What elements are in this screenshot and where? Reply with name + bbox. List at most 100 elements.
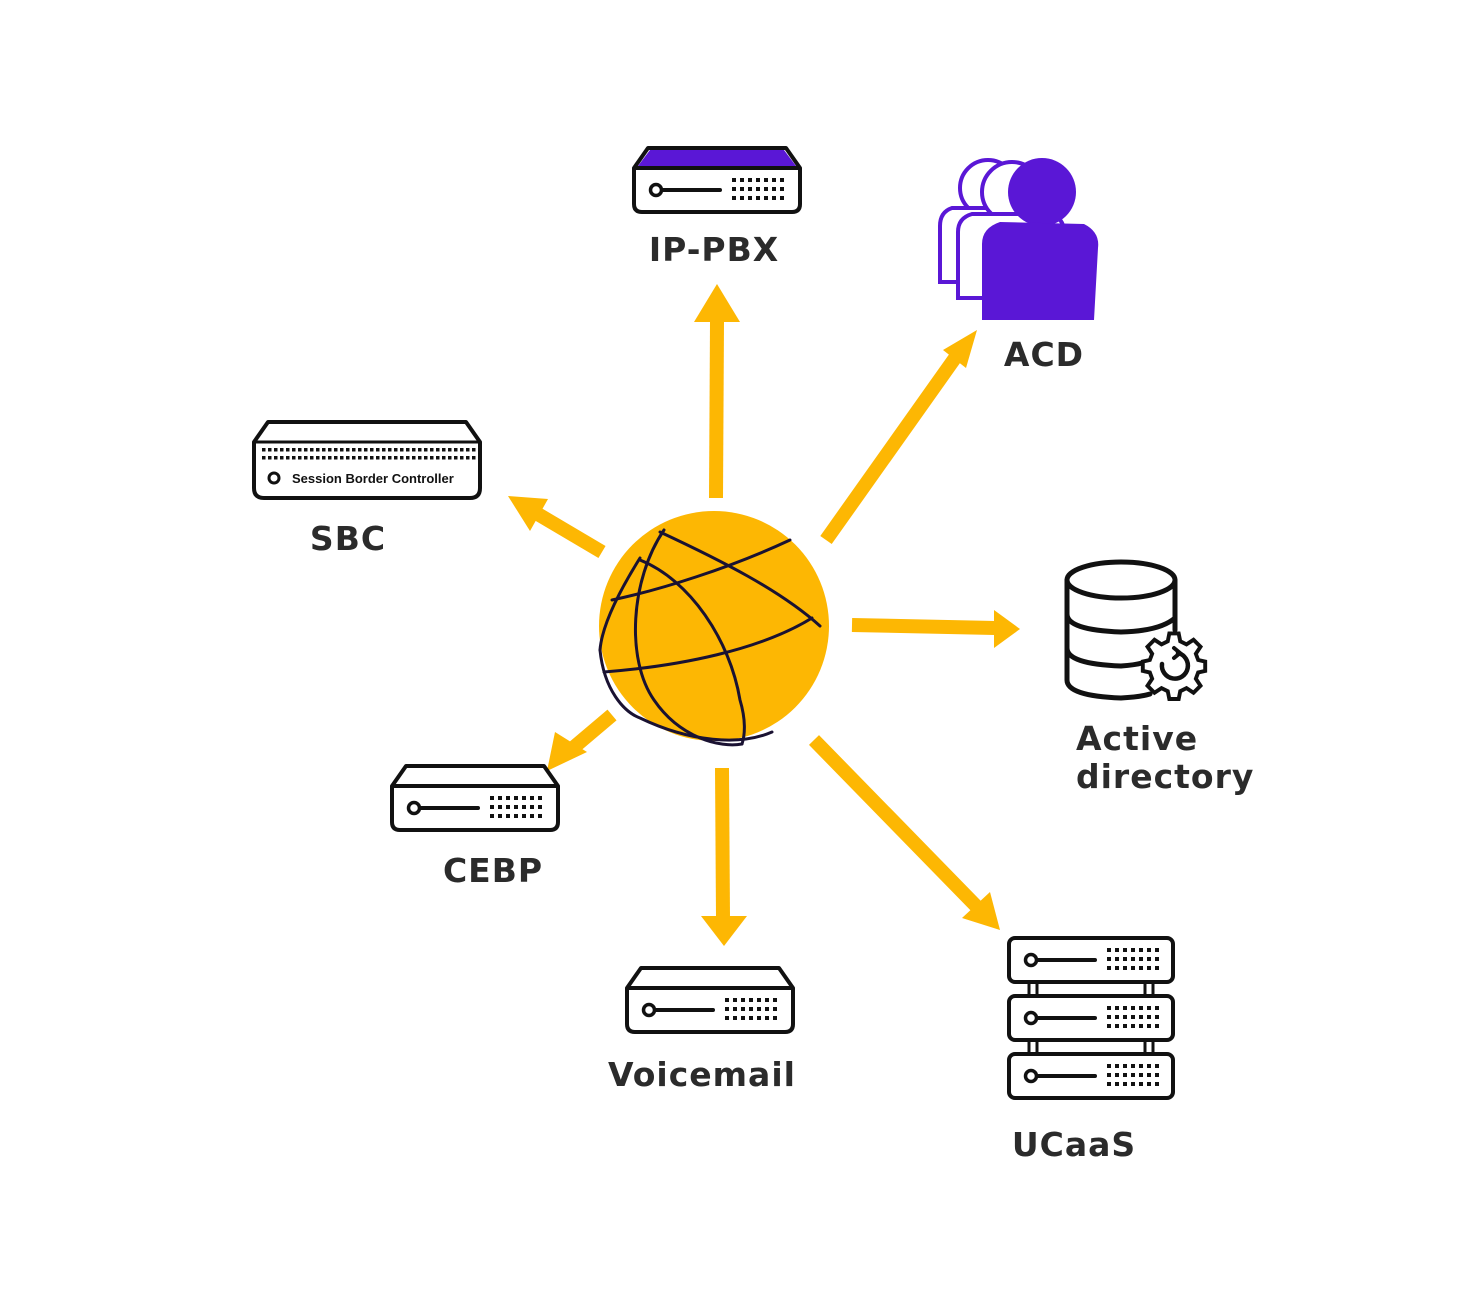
vent-dot [262, 448, 266, 452]
vent-dot [418, 456, 422, 460]
node-ucaas: UCaaS [1007, 936, 1175, 1164]
server-appliance-icon [632, 146, 802, 214]
vent-dot [358, 456, 362, 460]
vent-dot [442, 448, 446, 452]
vent-dot [268, 448, 272, 452]
vent-dot [316, 448, 320, 452]
vent-dot [322, 456, 326, 460]
vent-dot [310, 456, 314, 460]
vent-dot [376, 448, 380, 452]
vent-dot [388, 456, 392, 460]
vent-dot [286, 448, 290, 452]
vent-dot [382, 456, 386, 460]
session-border-controller-icon: Session Border Controller [252, 420, 482, 500]
database-gear-icon [1064, 559, 1208, 701]
node-label-sbc: SBC [310, 519, 386, 558]
vent-dot [430, 456, 434, 460]
arrow-to-voicemail [701, 767, 747, 946]
vent-dot [304, 456, 308, 460]
vent-dot [286, 456, 290, 460]
vent-dot [448, 448, 452, 452]
vent-dot [280, 448, 284, 452]
vent-dot [292, 448, 296, 452]
arrow-to-cebp [547, 709, 617, 771]
vent-dot [352, 456, 356, 460]
vent-dot [442, 456, 446, 460]
vent-dot [364, 456, 368, 460]
vent-dot [316, 456, 320, 460]
arrow-to-ip-pbx [694, 284, 740, 499]
vent-dot [424, 448, 428, 452]
vent-dot [466, 456, 470, 460]
arrow-to-active-directory [851, 610, 1020, 648]
vent-dot [466, 448, 470, 452]
vent-dot [328, 456, 332, 460]
vent-dot [454, 456, 458, 460]
node-label-active-directory-line1: Active [1076, 719, 1198, 758]
vent-dot [280, 456, 284, 460]
vent-dot [400, 456, 404, 460]
node-ip-pbx: IP-PBX [632, 146, 802, 269]
vent-dot [370, 456, 374, 460]
vent-dot [382, 448, 386, 452]
vent-dot [472, 456, 476, 460]
vent-dot [370, 448, 374, 452]
arrow-to-acd [820, 330, 977, 545]
vent-dot [436, 448, 440, 452]
vent-dot [274, 456, 278, 460]
vent-dot [346, 456, 350, 460]
vent-dot [364, 448, 368, 452]
vent-dot [292, 456, 296, 460]
vent-dot [340, 456, 344, 460]
vent-dot [298, 456, 302, 460]
node-label-voicemail: Voicemail [608, 1055, 796, 1094]
vent-dot [436, 456, 440, 460]
node-label-cebp: CEBP [443, 851, 543, 890]
node-sbc: Session Border Controller SBC [252, 420, 482, 558]
vent-dot [388, 448, 392, 452]
vent-dot [310, 448, 314, 452]
server-appliance-icon [390, 764, 560, 832]
vent-dot [412, 448, 416, 452]
node-label-ucaas: UCaaS [1012, 1125, 1136, 1164]
vent-dot [424, 456, 428, 460]
server-rack-icon [1007, 936, 1175, 1100]
vent-dot [376, 456, 380, 460]
node-cebp: CEBP [390, 764, 560, 890]
vent-dot [322, 448, 326, 452]
arrows-group [508, 284, 1020, 946]
node-active-directory: Active directory [1064, 559, 1253, 796]
node-acd: ACD [938, 158, 1099, 374]
vent-dot [448, 456, 452, 460]
vent-dot [460, 448, 464, 452]
vent-dot [418, 448, 422, 452]
vent-dot [430, 448, 434, 452]
node-label-ip-pbx: IP-PBX [649, 230, 779, 269]
vent-dot [298, 448, 302, 452]
vent-dot [340, 448, 344, 452]
vent-dot [394, 448, 398, 452]
vent-dot [304, 448, 308, 452]
vent-dot [406, 456, 410, 460]
sbc-device-text: Session Border Controller [292, 471, 454, 486]
vent-dot [334, 456, 338, 460]
vent-dot [460, 456, 464, 460]
vent-dot [454, 448, 458, 452]
user-group-icon [938, 158, 1099, 320]
vent-dot [352, 448, 356, 452]
vent-dot [262, 456, 266, 460]
vent-dot [346, 448, 350, 452]
arrow-to-ucaas [808, 735, 1000, 930]
vent-dot [268, 456, 272, 460]
node-label-acd: ACD [1004, 335, 1084, 374]
vent-dot [334, 448, 338, 452]
vent-dot [358, 448, 362, 452]
vent-dot [412, 456, 416, 460]
server-appliance-icon [625, 966, 795, 1034]
vent-dot [400, 448, 404, 452]
vent-dot [472, 448, 476, 452]
vent-dot [406, 448, 410, 452]
arrow-to-sbc [508, 496, 606, 559]
vent-dot [394, 456, 398, 460]
